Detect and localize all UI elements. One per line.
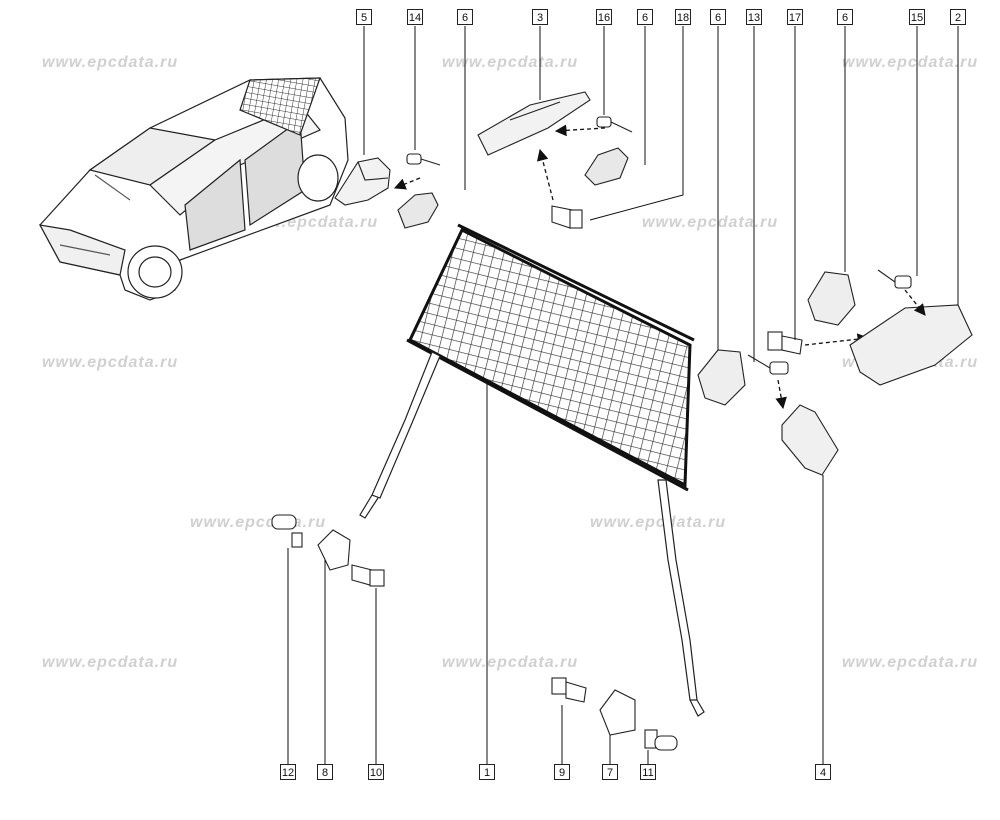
leader-lines xyxy=(287,26,959,764)
mounting-rail-icon xyxy=(477,91,591,156)
callout-label: 10 xyxy=(368,764,384,780)
callout-label: 12 xyxy=(280,764,296,780)
bolt-icon xyxy=(551,205,583,229)
callout-label: 6 xyxy=(457,9,473,25)
callout-label: 9 xyxy=(554,764,570,780)
callout-label: 14 xyxy=(407,9,423,25)
watermark: www.epcdata.ru xyxy=(42,654,179,671)
cover-clip-icon xyxy=(807,271,856,326)
watermark: www.epcdata.ru xyxy=(842,654,979,671)
bolt-icon xyxy=(767,331,803,355)
pin-icon xyxy=(877,269,912,289)
callout-label: 5 xyxy=(356,9,372,25)
callout-label: 15 xyxy=(909,9,925,25)
watermark: www.epcdata.ru xyxy=(642,214,779,231)
callout-label: 13 xyxy=(746,9,762,25)
callout-label: 2 xyxy=(950,9,966,25)
callout-label: 6 xyxy=(837,9,853,25)
mounting-bracket-icon xyxy=(334,157,391,206)
cover-clip-icon xyxy=(599,689,636,736)
watermark: www.epcdata.ru xyxy=(842,54,979,71)
mounting-bracket-icon xyxy=(849,304,973,386)
cargo-net-icon xyxy=(359,223,705,717)
pin-icon xyxy=(747,354,789,375)
pin-icon xyxy=(644,729,678,751)
callout-label: 11 xyxy=(640,764,656,780)
mounting-bracket-icon xyxy=(781,404,839,476)
bolt-icon xyxy=(351,564,385,587)
callout-label: 18 xyxy=(675,9,691,25)
cover-clip-icon xyxy=(397,192,439,229)
bolt-icon xyxy=(551,677,587,703)
watermark: www.epcdata.ru xyxy=(442,54,579,71)
callout-label: 3 xyxy=(532,9,548,25)
callout-label: 17 xyxy=(787,9,803,25)
watermark: www.epcdata.ru xyxy=(590,514,727,531)
pin-icon xyxy=(406,153,441,166)
cover-clip-icon xyxy=(697,349,746,406)
pin-icon xyxy=(596,116,633,133)
watermark: www.epcdata.ru xyxy=(442,654,579,671)
pin-icon xyxy=(271,514,303,548)
callout-label: 16 xyxy=(596,9,612,25)
cover-clip-icon xyxy=(584,147,629,186)
car-with-cargo-net-icon xyxy=(38,77,349,301)
callout-label: 1 xyxy=(479,764,495,780)
callout-label: 6 xyxy=(710,9,726,25)
watermark: www.epcdata.ru xyxy=(42,54,179,71)
callout-label: 4 xyxy=(815,764,831,780)
cover-clip-icon xyxy=(317,529,351,571)
watermark: www.epcdata.ru xyxy=(42,354,179,371)
callout-label: 7 xyxy=(602,764,618,780)
callout-label: 6 xyxy=(637,9,653,25)
callout-label: 8 xyxy=(317,764,333,780)
